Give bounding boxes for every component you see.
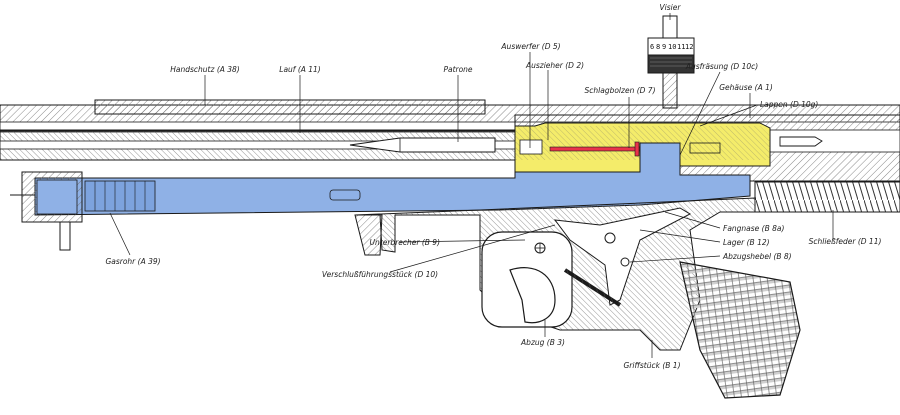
label-lauf: Lauf (A 11): [279, 65, 321, 74]
gas-block: [10, 171, 83, 251]
cartridge: [349, 137, 496, 153]
sight-scale-6: 6: [650, 43, 655, 51]
label-gasrohr: Gasrohr (A 39): [105, 257, 161, 266]
trigger: [509, 242, 556, 324]
label-handschutz: Handschutz (A 38): [170, 65, 240, 74]
label-griffstueck: Griffstück (B 1): [623, 361, 681, 370]
label-lager: Lager (B 12): [723, 238, 770, 247]
sight-scale-9: 9: [662, 43, 667, 51]
label-verschluss: Verschlußführungsstück (D 10): [321, 270, 439, 279]
sight-scale-10: 10: [668, 43, 677, 51]
label-schlagbolzen: Schlagbolzen (D 7): [584, 86, 656, 95]
label-auswerfer: Auswerfer (D 5): [501, 42, 561, 51]
sight-scale-8: 8: [656, 43, 661, 51]
trigger-lever: [553, 207, 692, 307]
label-lappen: Lappen (D 10g): [760, 100, 819, 109]
label-fangnase: Fangnase (B 8a): [723, 224, 785, 233]
label-ausfraesung: Ausfräsung (D 10c): [685, 62, 759, 71]
rear-sight: [647, 15, 695, 109]
label-auszieher: Auszieher (D 2): [525, 61, 585, 70]
label-patrone: Patrone: [443, 65, 473, 74]
label-abzug: Abzug (B 3): [521, 338, 565, 347]
gas-piston-rings: [84, 180, 156, 212]
label-gehaeuse: Gehäuse (A 1): [719, 83, 773, 92]
label-abzugshebel: Abzugshebel (B 8): [723, 252, 792, 261]
leader-lines: [109, 13, 834, 358]
label-schliessfeder: Schließfeder (D 11): [808, 237, 882, 246]
label-unterbrecher: Unterbrecher (B 9): [369, 238, 440, 247]
sight-scale-11: 11: [677, 43, 686, 51]
label-visier: Visier: [659, 3, 681, 12]
recoil-spring: [754, 181, 900, 213]
pistol-grip: [679, 261, 801, 399]
bolt-carrier: [34, 142, 751, 216]
sight-scale-12: 12: [685, 43, 694, 51]
